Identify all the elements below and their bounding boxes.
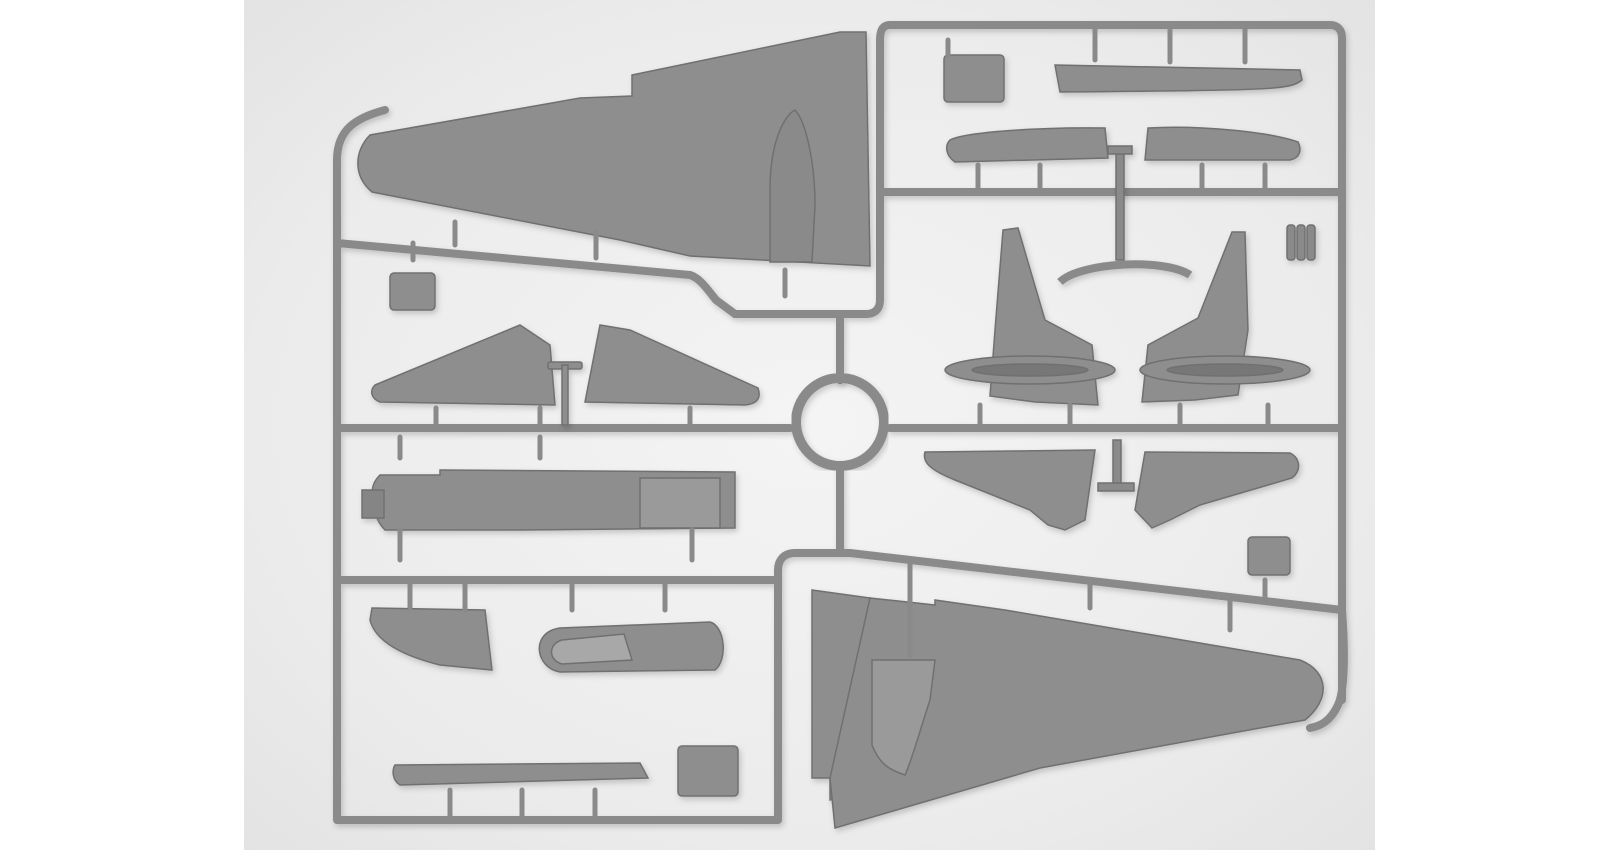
wing-upper-part — [357, 31, 871, 267]
elevator-left-part — [923, 449, 1096, 531]
small-box-right — [1247, 536, 1291, 576]
fin-slot-right — [1166, 363, 1284, 377]
fin-gate — [1057, 260, 1193, 286]
gate-stubs — [397, 25, 1271, 823]
canopy-window — [550, 633, 633, 665]
lower-box-part — [677, 745, 739, 797]
elevator-gate-base — [1097, 482, 1135, 492]
flap-left-part — [945, 127, 1109, 163]
small-box-part — [389, 272, 436, 311]
elevator-gate-post — [1112, 439, 1122, 486]
gate-post — [561, 364, 569, 426]
fin-slot-left — [971, 363, 1089, 377]
stabilizer-right-part — [584, 324, 760, 406]
fin-gate-top — [1107, 145, 1133, 155]
wing-nacelle-lower — [871, 659, 936, 776]
flap-right-part — [1144, 126, 1301, 161]
bombs-cluster — [1286, 224, 1316, 261]
strip-part — [1054, 64, 1303, 93]
lower-strip-part — [392, 762, 650, 786]
stabilizer-left-part — [370, 324, 556, 406]
sprue-runners — [333, 21, 1348, 824]
fuselage-cap — [361, 489, 385, 519]
top-box-part — [943, 54, 1005, 103]
wing-nacelle-upper — [769, 109, 816, 263]
cockpit-detail — [639, 477, 721, 529]
curved-panel-part — [369, 607, 493, 671]
center-ring — [791, 373, 889, 471]
wing-lower-main — [829, 597, 1324, 829]
fin-gate-post — [1115, 149, 1125, 261]
elevator-right-part — [1134, 451, 1300, 529]
